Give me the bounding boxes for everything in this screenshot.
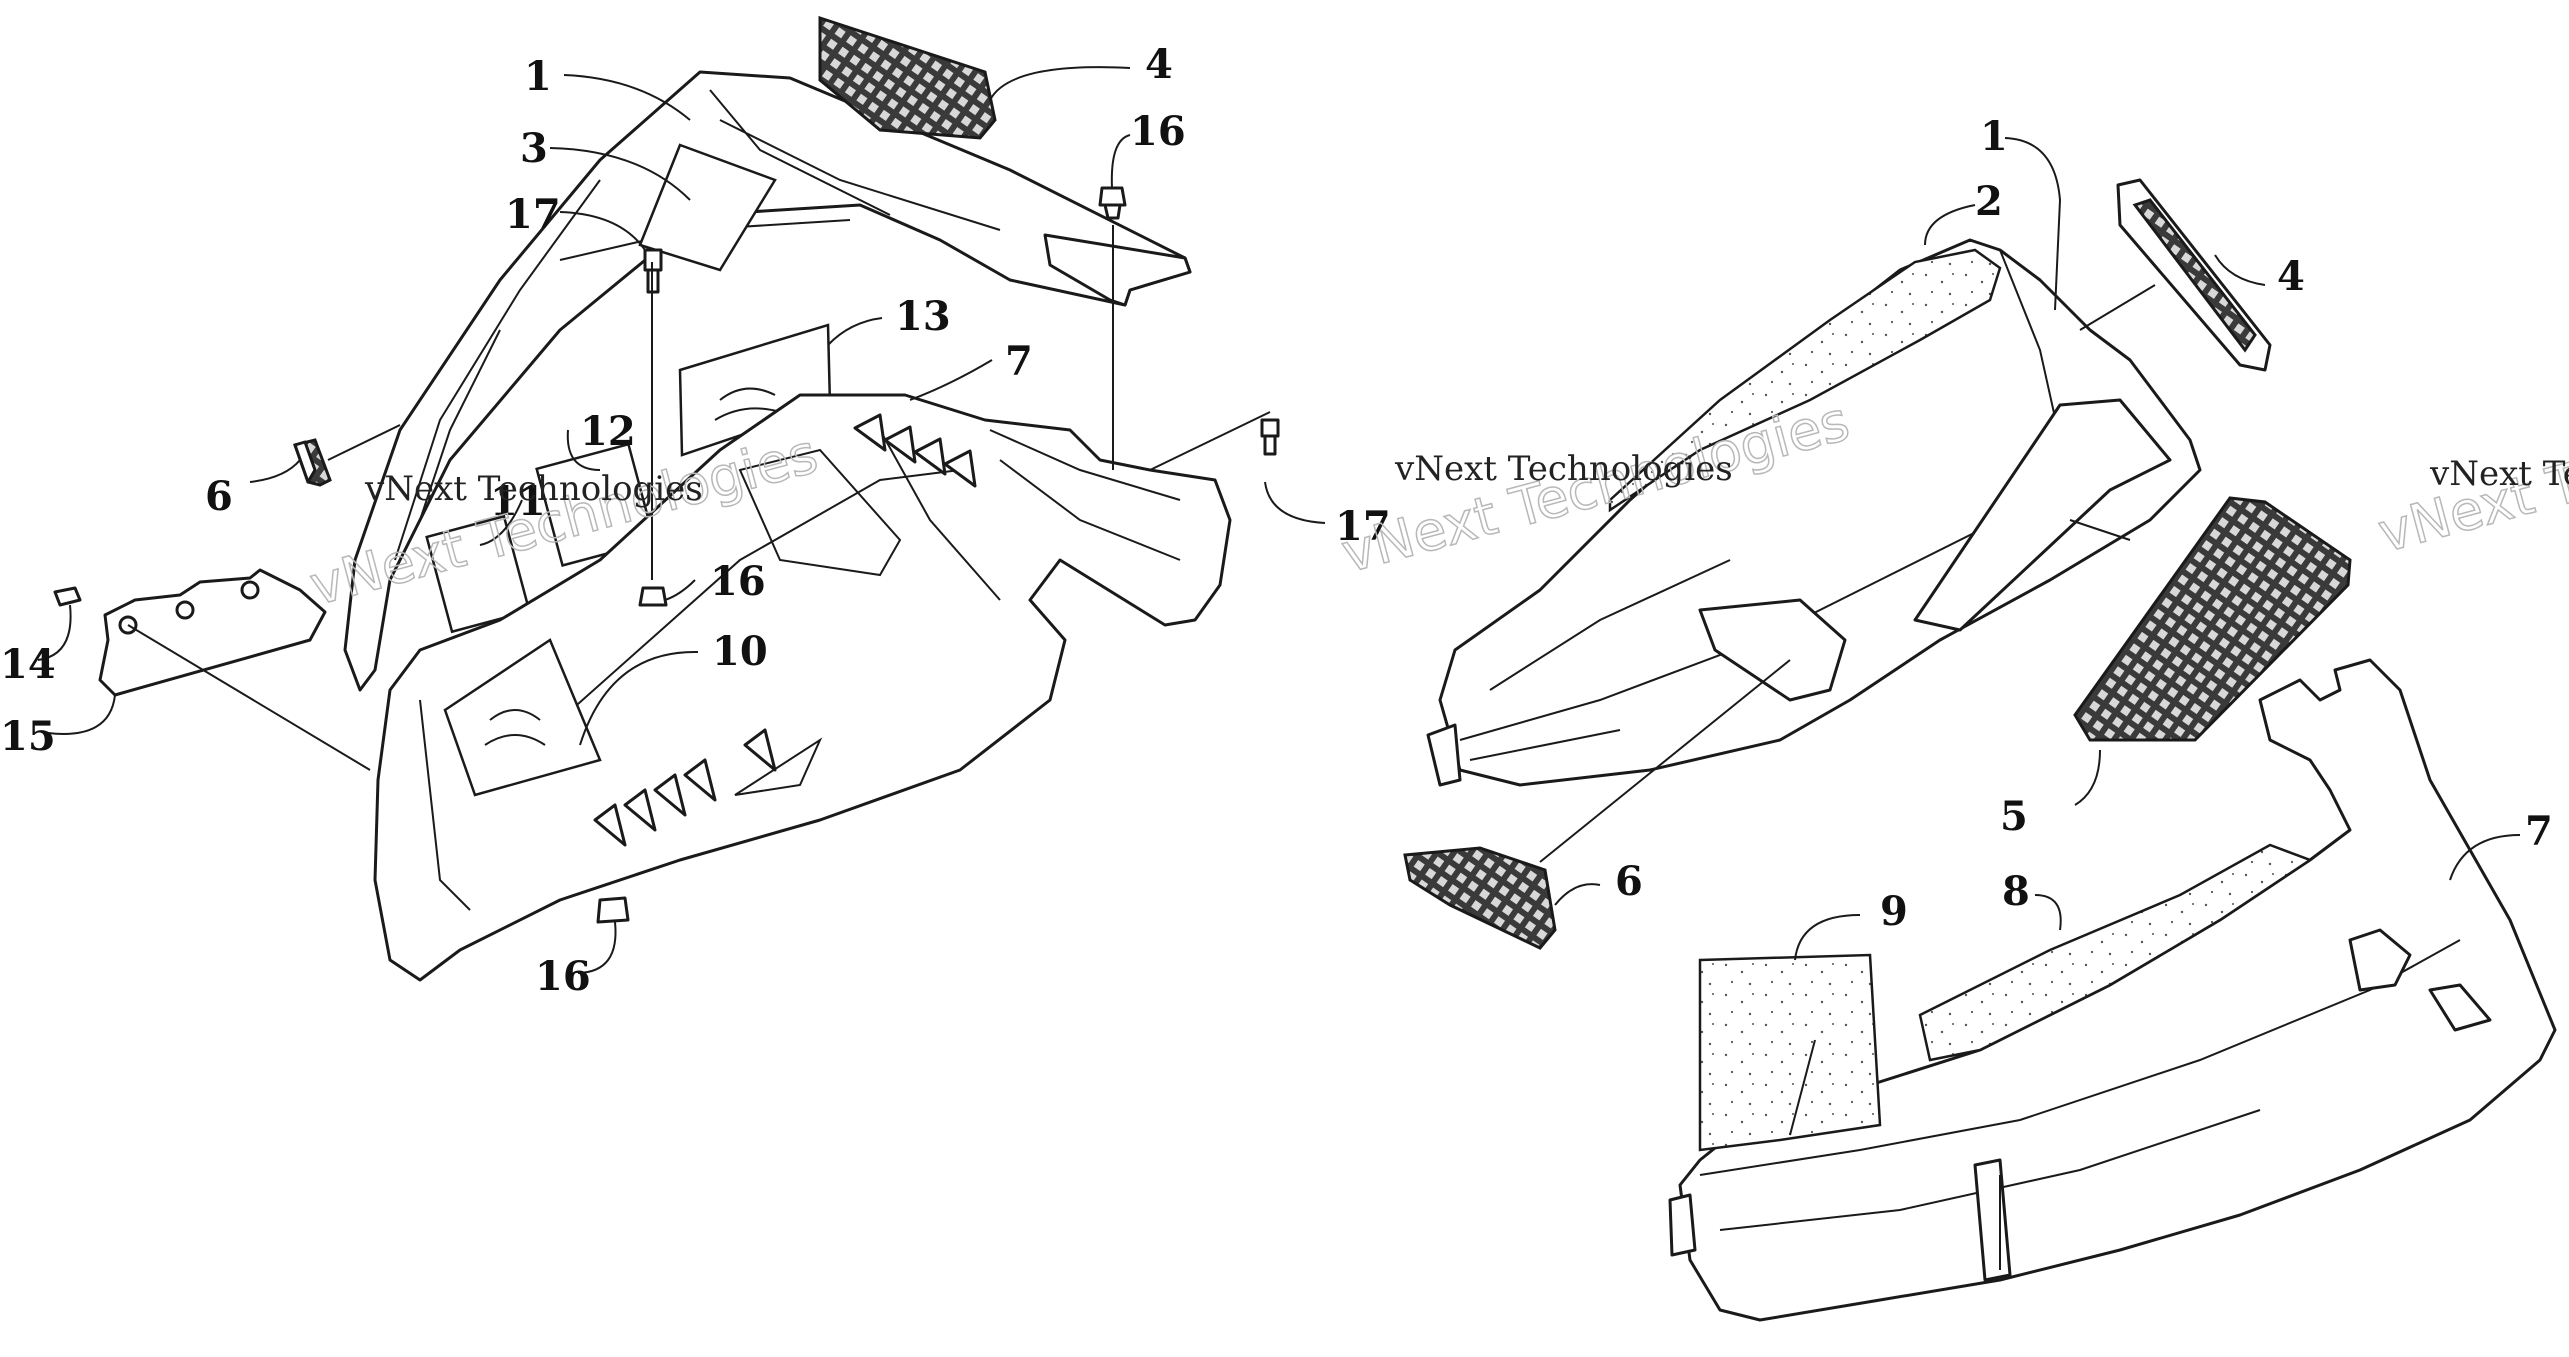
- callout-6-left: 6: [205, 473, 233, 520]
- watermark-mid-line1: vNext Technologies: [1394, 449, 1733, 489]
- foam-pad-8: [1918, 843, 2313, 1062]
- vent-grille-4: [818, 15, 997, 140]
- callout-4-right: 4: [2277, 253, 2305, 300]
- watermark-right: vNext Technologies vNext Technologies: [2371, 368, 2569, 565]
- right-leaders: [1539, 137, 2521, 1136]
- decal-3: [638, 143, 777, 272]
- callout-9-right: 9: [1880, 888, 1908, 935]
- callout-12-left: 12: [580, 408, 636, 455]
- decal-11: [425, 514, 531, 634]
- callout-13-left: 13: [895, 293, 951, 340]
- callout-16-left-mid: 16: [710, 558, 766, 605]
- callout-17-left-right: 17: [1335, 503, 1391, 550]
- watermark-right-line1: vNext Technologies: [2429, 454, 2569, 494]
- right-assembly: 1 2 4 5 6 7 8 9: [1403, 113, 2557, 1322]
- fin-row: [593, 413, 977, 847]
- watermark-left-line1: vNext Technologies: [364, 469, 703, 509]
- callout-2-right: 2: [1975, 178, 2003, 225]
- window-10: [443, 638, 602, 797]
- callout-10-left: 10: [712, 628, 768, 675]
- callout-11-left: 11: [490, 478, 546, 525]
- vent-grille-5-right: [2073, 496, 2352, 742]
- callout-7-left: 7: [1005, 338, 1033, 385]
- foam-pad-2: [1608, 248, 2002, 513]
- vent-grille-6-right: [1403, 846, 1557, 950]
- left-leaders: [37, 66, 1326, 974]
- callout-5-right: 5: [2000, 793, 2028, 840]
- callout-16-left-top: 16: [1130, 108, 1186, 155]
- callout-7-right: 7: [2525, 808, 2553, 855]
- foam-pad-9: [1698, 953, 1882, 1152]
- callout-14-left: 14: [0, 641, 56, 688]
- callout-16-left-bottom: 16: [535, 953, 591, 1000]
- callout-3-left: 3: [520, 125, 548, 172]
- callout-6-right: 6: [1615, 858, 1643, 905]
- callout-4-left: 4: [1145, 41, 1173, 88]
- callout-1-left: 1: [524, 53, 552, 100]
- callout-8-right: 8: [2002, 868, 2030, 915]
- callout-17-left-top: 17: [505, 191, 561, 238]
- left-assembly: 1 3 17 4 16 13 7 12 11 6 16 10 14 15 16 …: [0, 15, 1391, 1000]
- hood-lower-part: [373, 393, 1232, 982]
- callout-1-right: 1: [1980, 113, 2008, 160]
- side-trim-15: [98, 568, 327, 697]
- callout-15-left: 15: [0, 713, 56, 760]
